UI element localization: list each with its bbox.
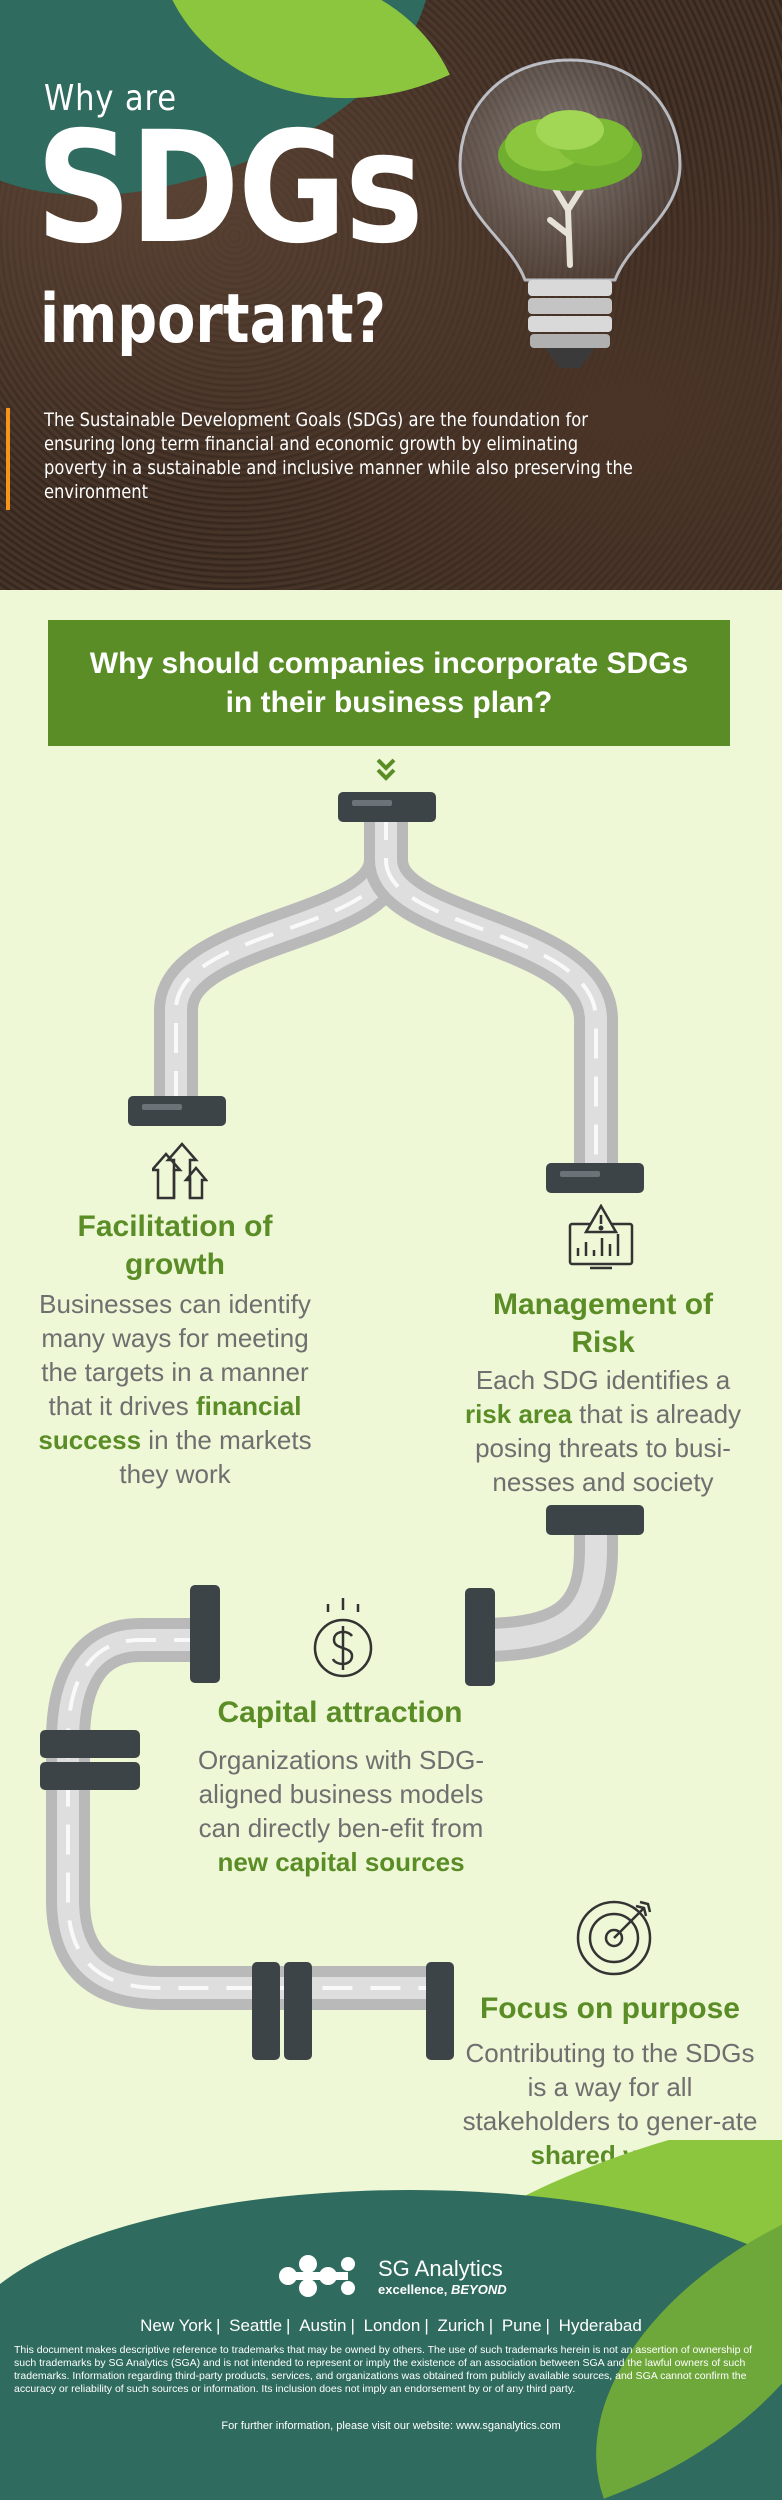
hero-title-line3: important?: [40, 280, 386, 359]
hero-title-sdgs: SDGs: [36, 99, 424, 278]
lightbulb-tree-icon: [458, 58, 682, 368]
footer: [0, 2140, 782, 2500]
city-new-york: New York: [140, 2316, 212, 2335]
city-austin: Austin: [299, 2316, 347, 2335]
section-body-growth: Businesses can identify many ways for me…: [38, 1289, 312, 1489]
section-title-growth: Facilitation of growth: [77, 1210, 273, 1281]
logo-mark-icon: [279, 2255, 355, 2297]
section-title-purpose: Focus on purpose: [479, 1992, 740, 2025]
website-info[interactable]: For further information, please visit ou…: [221, 2420, 561, 2432]
risk-warning-chart-icon: [568, 1204, 634, 1270]
section-title-capital: Capital attraction: [217, 1696, 463, 1729]
city-zurich: Zurich: [437, 2316, 485, 2335]
hero-accent-bar: [6, 408, 10, 510]
city-seattle: Seattle: [229, 2316, 283, 2335]
section-body-risk: Each SDG identifies a risk area that is …: [464, 1365, 742, 1497]
city-london: London: [363, 2316, 421, 2335]
pipe-flange: [128, 792, 644, 1193]
growth-arrows-icon: [152, 1142, 208, 1200]
city-hyderabad: Hyderabad: [558, 2316, 642, 2335]
section-body-capital: Organizations with SDG-aligned business …: [197, 1745, 485, 1877]
hero-title-line1: Why are: [44, 78, 177, 119]
section-header: Why should companies incorporate SDGs in…: [48, 620, 730, 746]
section-header-title: Why should companies incorporate SDGs in…: [89, 647, 689, 719]
logo-tagline: excellence, BEYOND: [378, 2281, 507, 2297]
target-icon: [576, 1900, 652, 1976]
hero-banner: Why are SDGs important? The Sustainable …: [0, 0, 782, 590]
dollar-coin-icon: [313, 1598, 373, 1678]
hero-intro-text: The Sustainable Development Goals (SDGs)…: [44, 409, 633, 503]
section-title-risk: Management of Risk: [492, 1288, 714, 1359]
logo-name: SG Analytics: [378, 2255, 503, 2281]
city-pune: Pune: [501, 2316, 542, 2335]
down-chevron-icon: [376, 758, 396, 781]
sg-analytics-logo[interactable]: SG Analytics excellence, BEYOND: [278, 2254, 507, 2298]
office-cities: New York| Seattle| Austin| London| Zuric…: [140, 2316, 642, 2335]
legal-disclaimer: This document makes descriptive referenc…: [14, 2344, 753, 2395]
